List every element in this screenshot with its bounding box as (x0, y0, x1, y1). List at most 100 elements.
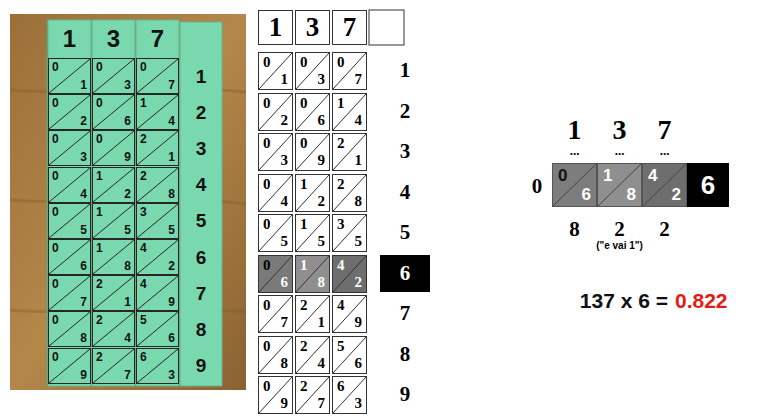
diagonal-line (93, 95, 134, 129)
digit: 5 (400, 222, 411, 243)
tens-digit: 0 (52, 314, 59, 326)
diagonal-line (296, 296, 329, 332)
units-digit: 6 (124, 115, 131, 127)
diagonal-line (137, 349, 178, 383)
bone-lattice-cell: 42 (136, 239, 179, 275)
diagonal-line (93, 240, 134, 274)
digit: 8 (400, 344, 411, 365)
diagonal-line (137, 131, 178, 165)
lattice-cell: 07 (332, 52, 367, 90)
lattice-cell: 04 (258, 174, 293, 212)
diagonal-line (296, 337, 329, 373)
bone-lattice-cell: 12 (92, 167, 135, 203)
diagonal-line (93, 276, 134, 310)
tens-digit: 2 (96, 351, 103, 363)
units-digit: 2 (281, 113, 289, 128)
bone-header-digit: 7 (136, 22, 179, 56)
units-digit: 7 (281, 315, 289, 330)
row-index: 2 (380, 93, 430, 130)
units-digit: 7 (80, 296, 87, 308)
units-digit: 9 (80, 369, 87, 381)
units-digit: 4 (124, 332, 131, 344)
tens-digit: 0 (300, 96, 308, 111)
units-digit: 5 (168, 224, 175, 236)
lattice-cell: 49 (332, 295, 367, 333)
diagonal-line (296, 377, 329, 413)
diagonal-line (137, 95, 178, 129)
tens-digit: 0 (52, 97, 59, 109)
tens-digit: 1 (140, 97, 147, 109)
dots: ... (615, 144, 625, 157)
tens-digit: 1 (300, 258, 308, 273)
diagonal-line (333, 175, 366, 211)
tens-digit: 5 (337, 339, 345, 354)
lattice-cell: 27 (295, 376, 330, 414)
result-digit: 2 (659, 219, 670, 240)
diagonal-line (49, 59, 90, 93)
carry-digit: 0 (532, 176, 543, 197)
tens-digit: 2 (96, 314, 103, 326)
diagonal-line (259, 53, 292, 89)
units-digit: 4 (80, 188, 87, 200)
diagonal-line (137, 312, 178, 346)
bone-lattice-cell: 07 (48, 275, 91, 311)
units-digit: 3 (168, 369, 175, 381)
tens-digit: 0 (52, 351, 59, 363)
units-digit: 5 (355, 234, 363, 249)
digit: 1 (400, 60, 411, 81)
tens-digit: 0 (140, 61, 147, 73)
lattice-cell: 56 (332, 336, 367, 374)
tens-digit: 0 (337, 55, 345, 70)
tens-digit: 1 (96, 170, 103, 182)
bone-lattice-cell: 01 (48, 58, 91, 94)
bone-lattice-cell: 09 (48, 348, 91, 384)
units-digit: 8 (80, 332, 87, 344)
row-index: 9 (180, 348, 222, 384)
tens-digit: 0 (263, 96, 271, 111)
bone-lattice-cell: 03 (48, 130, 91, 166)
diagonal-line (49, 131, 90, 165)
digit: 6 (701, 172, 715, 198)
lattice-cell: 12 (295, 174, 330, 212)
tens-digit: 0 (263, 298, 271, 313)
units-digit: 1 (318, 315, 326, 330)
diagonal-line (93, 131, 134, 165)
units-digit: 6 (168, 332, 175, 344)
units-digit: 1 (124, 296, 131, 308)
digit: 5 (196, 211, 207, 230)
diagonal-line (643, 164, 686, 206)
enlarged-lattice-cell: 18 (597, 163, 642, 207)
tens-digit: 0 (263, 258, 271, 273)
diagonal-line (598, 164, 641, 206)
lattice-cell: 15 (295, 214, 330, 252)
tens-digit: 1 (300, 217, 308, 232)
tens-digit: 0 (52, 278, 59, 290)
units-digit: 1 (355, 153, 363, 168)
diagonal-line (333, 94, 366, 130)
units-digit: 9 (318, 153, 326, 168)
diagonal-line (259, 337, 292, 373)
lattice-cell: 28 (332, 174, 367, 212)
lattice-cell: 18 (295, 255, 330, 293)
diagonal-line (333, 296, 366, 332)
units-digit: 9 (281, 396, 289, 411)
lattice-cell: 01 (258, 52, 293, 90)
row-index: 7 (380, 295, 430, 332)
diagonal-line (259, 215, 292, 251)
blank-header-cell (369, 10, 404, 45)
row-index: 4 (380, 174, 430, 211)
lattice-cell: 07 (258, 295, 293, 333)
bone-lattice-cell: 04 (48, 167, 91, 203)
units-digit: 7 (318, 396, 326, 411)
row-index: 6 (380, 255, 430, 292)
diagonal-line (137, 168, 178, 202)
tens-digit: 0 (263, 339, 271, 354)
diagonal-line (93, 312, 134, 346)
units-digit: 5 (318, 234, 326, 249)
units-digit: 6 (355, 356, 363, 371)
diagonal-line (93, 349, 134, 383)
row-index: 8 (380, 336, 430, 373)
tens-digit: 0 (558, 167, 567, 184)
bone-lattice-cell: 07 (136, 58, 179, 94)
